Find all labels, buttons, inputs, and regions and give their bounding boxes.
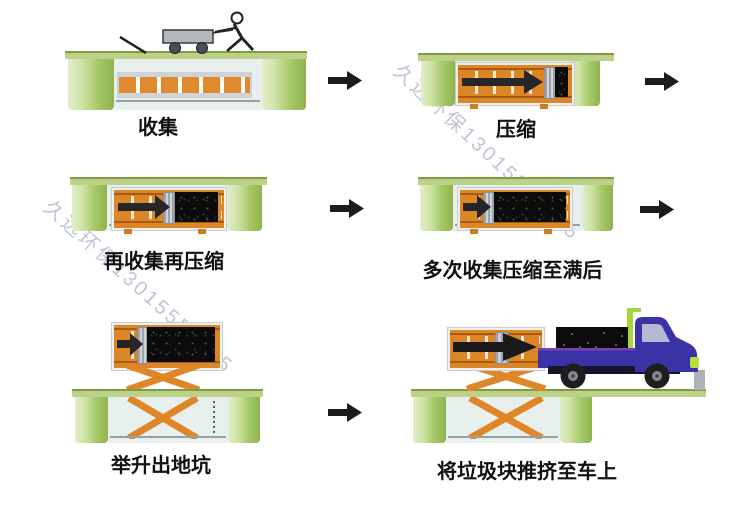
pit-floor xyxy=(110,436,226,438)
step-label: 多次收集压缩至满后 xyxy=(422,260,603,282)
step-label: 将垃圾块推挤至车上 xyxy=(437,461,617,483)
ground-surface xyxy=(418,53,614,61)
flow-arrow-2 xyxy=(645,72,679,91)
step-label: 举升出地坑 xyxy=(111,455,211,477)
flow-arrow-1 xyxy=(328,71,362,90)
guide-dotted-line xyxy=(213,401,215,435)
pit-wall-right xyxy=(570,61,600,106)
truck-window xyxy=(642,324,670,342)
truck-pole xyxy=(627,308,633,355)
pit-wall-left xyxy=(413,397,446,443)
compactor-container xyxy=(458,188,572,234)
ground-surface xyxy=(70,177,267,185)
push-arrow-icon xyxy=(118,195,170,219)
worker-with-cart-icon xyxy=(119,11,255,55)
waste-container xyxy=(117,72,252,98)
scissor-lift-lower xyxy=(468,397,544,439)
container-body xyxy=(117,77,252,93)
container-bottom-rail xyxy=(117,93,252,98)
pit-wall-left xyxy=(420,185,453,231)
truck-headlight xyxy=(690,357,699,368)
compactor-container xyxy=(448,328,544,370)
push-arrow-icon xyxy=(453,333,537,361)
pit-wall-left xyxy=(68,59,114,110)
ground-surface xyxy=(418,177,614,185)
step-label: 压缩 xyxy=(496,119,536,141)
compactor-container xyxy=(112,188,226,234)
pit-floor xyxy=(116,100,260,102)
waste-block xyxy=(555,67,568,97)
pit-wall-right xyxy=(262,59,306,110)
flow-arrow-5 xyxy=(328,403,362,422)
pit-wall-left xyxy=(72,185,107,231)
compactor-container xyxy=(112,323,222,370)
container-top-rail xyxy=(117,72,252,77)
pit-floor xyxy=(448,436,558,438)
push-arrow-icon xyxy=(117,333,143,356)
waste-block xyxy=(494,192,566,222)
step-label: 收集 xyxy=(138,117,178,139)
pit-wall-right xyxy=(227,185,262,231)
scissor-lift-upper xyxy=(125,364,201,391)
push-arrow-icon xyxy=(463,195,491,219)
push-arrow-icon xyxy=(462,70,543,94)
flow-arrow-4 xyxy=(640,200,674,219)
pit-wall-left xyxy=(421,61,455,106)
step-label: 再收集再压缩 xyxy=(104,251,224,273)
pit-wall-right xyxy=(560,397,592,443)
waste-block-on-truck xyxy=(556,327,628,351)
pit-wall-right xyxy=(582,185,613,231)
pit-wall-left xyxy=(75,397,108,443)
ground-surface xyxy=(65,51,307,59)
ground-surface xyxy=(411,389,706,397)
truck xyxy=(538,308,705,390)
scissor-lift-lower xyxy=(127,397,199,439)
truck-step xyxy=(694,370,705,390)
waste-block xyxy=(175,192,218,222)
waste-block xyxy=(147,327,215,362)
pit-wall-right xyxy=(228,397,260,443)
flow-arrow-3 xyxy=(330,199,364,218)
truck-bed xyxy=(538,348,655,368)
compactor-container xyxy=(456,63,574,109)
ground-surface xyxy=(72,389,263,397)
